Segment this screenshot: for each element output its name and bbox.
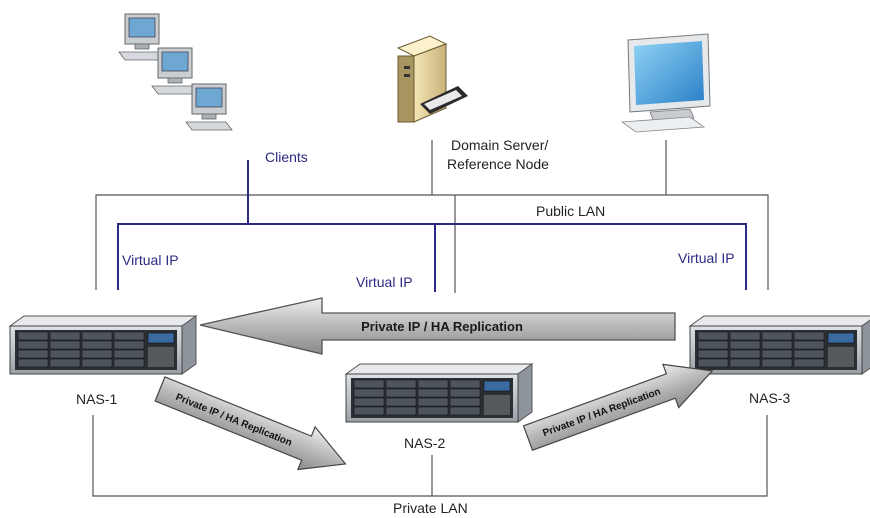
- public-lan-label: Public LAN: [536, 203, 606, 219]
- domain-server-icon: [396, 35, 468, 123]
- nas-1-label: NAS-1: [76, 391, 118, 407]
- virtual-ip-nas2-label: Virtual IP: [356, 274, 413, 290]
- clients-computers-icon: [118, 13, 233, 131]
- private-lan-label: Private LAN: [393, 500, 468, 516]
- replication-label-left: Private IP / HA Replication: [174, 392, 294, 449]
- domain-server-label-line1: Domain Server/: [451, 137, 549, 153]
- replication-label-top: Private IP / HA Replication: [361, 319, 523, 334]
- clients-label: Clients: [265, 149, 308, 165]
- virtual-ip-lines: [117, 160, 747, 292]
- replication-arrow-top: Private IP / HA Replication: [199, 297, 676, 355]
- virtual-ip-nas1-label: Virtual IP: [122, 252, 179, 268]
- virtual-ip-nas3-label: Virtual IP: [678, 250, 735, 266]
- nas-3-server-icon: [689, 315, 870, 375]
- nas-3-label: NAS-3: [749, 390, 791, 406]
- private-lan-lines: [92, 415, 768, 497]
- public-lan-lines: [95, 140, 769, 293]
- nas-1-server-icon: [9, 315, 197, 375]
- monitor-icon: [620, 33, 711, 133]
- replication-arrow-left: Private IP / HA Replication: [154, 376, 347, 471]
- domain-server-label-line2: Reference Node: [447, 156, 549, 172]
- nas-2-label: NAS-2: [404, 435, 446, 451]
- nas-2-server-icon: [345, 363, 533, 423]
